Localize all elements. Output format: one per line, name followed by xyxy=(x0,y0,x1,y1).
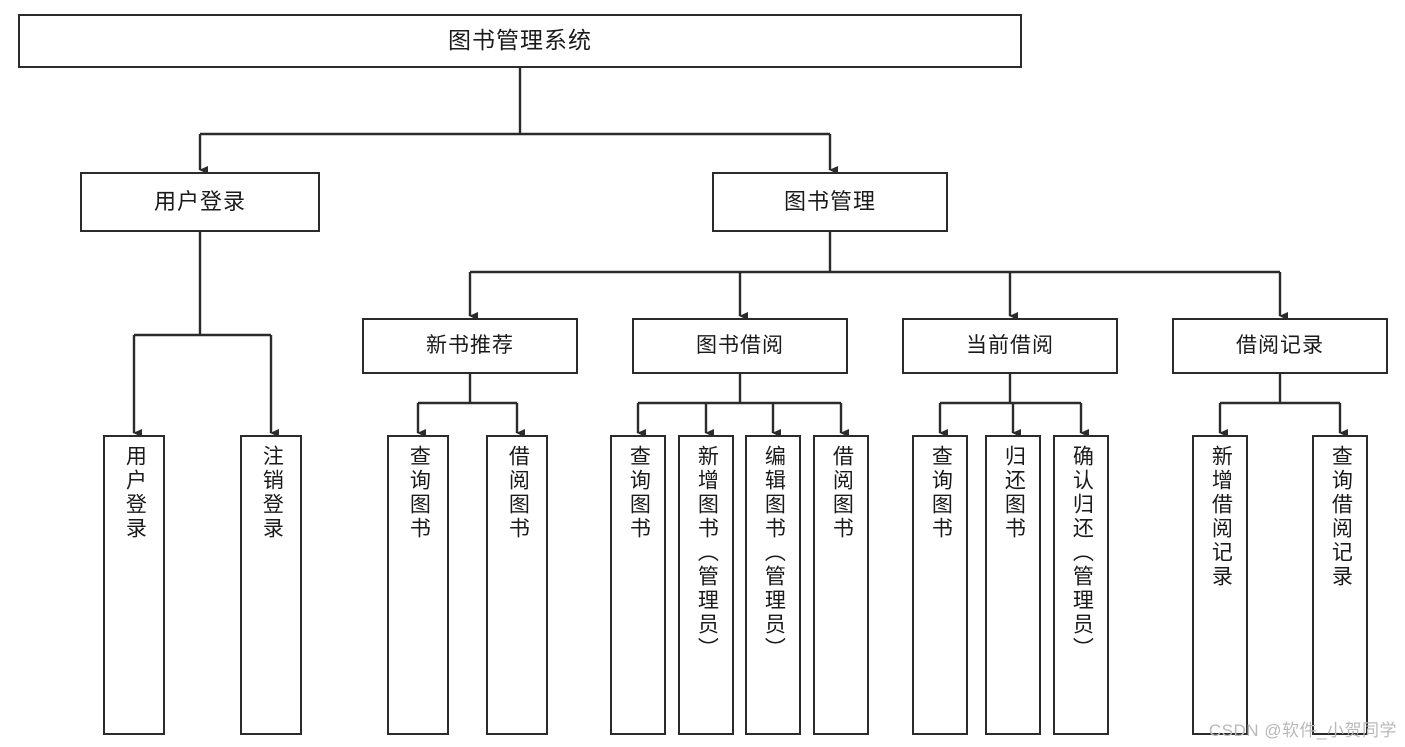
edge-group xyxy=(132,68,1348,437)
node-leaf_7[interactable]: 借阅图书 xyxy=(813,435,869,735)
node-label: 查询图书 xyxy=(407,445,431,541)
node-label: 查询借阅记录 xyxy=(1329,445,1353,589)
node-label: 借阅图书 xyxy=(506,445,530,541)
node-l2_1[interactable]: 图书管理 xyxy=(712,172,948,232)
node-label: 新增图书（管理员） xyxy=(695,445,719,661)
node-l2_0[interactable]: 用户登录 xyxy=(80,172,320,232)
node-leaf_9[interactable]: 归还图书 xyxy=(985,435,1041,735)
watermark-text: CSDN @软件_小贺同学 xyxy=(1208,721,1397,740)
node-leaf_8[interactable]: 查询图书 xyxy=(912,435,968,735)
node-leaf_2[interactable]: 查询图书 xyxy=(387,435,449,735)
node-label: 注销登录 xyxy=(260,445,284,541)
node-l3_1[interactable]: 图书借阅 xyxy=(632,318,848,374)
node-leaf_0[interactable]: 用户登录 xyxy=(103,435,165,735)
node-label: 编辑图书（管理员） xyxy=(762,445,786,661)
node-label: 查询图书 xyxy=(627,445,651,541)
node-label: 新书推荐 xyxy=(426,334,514,358)
node-label: 图书管理 xyxy=(783,188,876,214)
node-label: 图书借阅 xyxy=(696,334,784,358)
node-label: 借阅图书 xyxy=(830,445,854,541)
node-leaf_6[interactable]: 编辑图书（管理员） xyxy=(745,435,801,735)
node-label: 新增借阅记录 xyxy=(1209,445,1233,589)
node-l3_0[interactable]: 新书推荐 xyxy=(362,318,578,374)
node-l3_2[interactable]: 当前借阅 xyxy=(902,318,1118,374)
node-label: 归还图书 xyxy=(1002,445,1026,541)
node-leaf_4[interactable]: 查询图书 xyxy=(610,435,666,735)
node-l3_3[interactable]: 借阅记录 xyxy=(1172,318,1388,374)
node-label: 图书管理系统 xyxy=(448,27,592,54)
node-root[interactable]: 图书管理系统 xyxy=(18,14,1022,68)
node-label: 用户登录 xyxy=(153,188,246,214)
node-leaf_12[interactable]: 查询借阅记录 xyxy=(1312,435,1368,735)
node-label: 确认归还（管理员） xyxy=(1070,445,1094,661)
node-label: 当前借阅 xyxy=(966,334,1054,358)
node-leaf_3[interactable]: 借阅图书 xyxy=(486,435,548,735)
node-leaf_11[interactable]: 新增借阅记录 xyxy=(1192,435,1248,735)
node-label: 查询图书 xyxy=(929,445,953,541)
node-leaf_1[interactable]: 注销登录 xyxy=(240,435,302,735)
node-label: 用户登录 xyxy=(123,445,147,541)
node-leaf_5[interactable]: 新增图书（管理员） xyxy=(678,435,734,735)
node-label: 借阅记录 xyxy=(1236,334,1324,358)
node-leaf_10[interactable]: 确认归还（管理员） xyxy=(1053,435,1109,735)
